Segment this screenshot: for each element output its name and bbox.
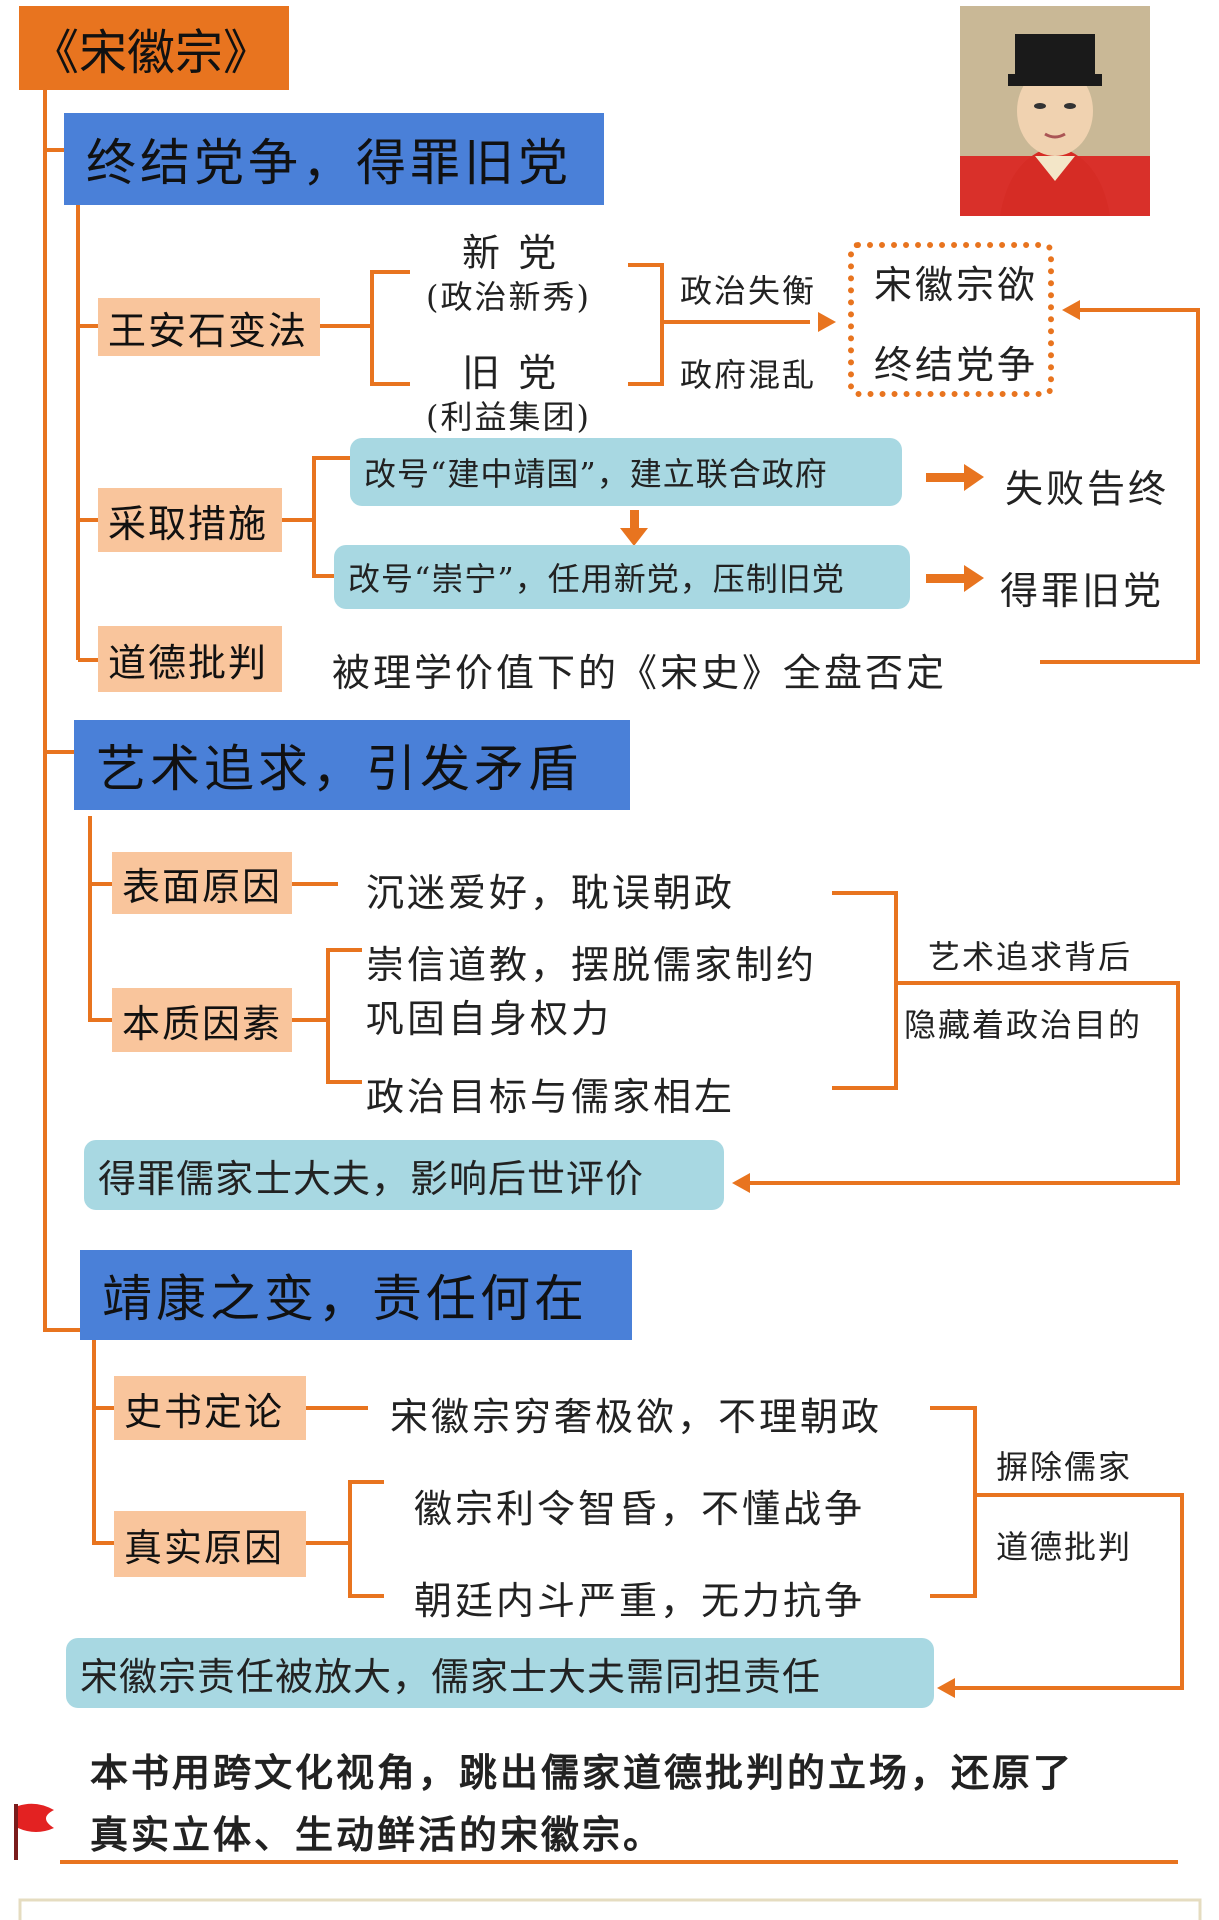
section1-title: 终结党争，得罪旧党 [64,113,604,205]
goal-line2: 终结党争 [874,343,1039,387]
tag-wang-anshi-reform: 王安石变法 [98,298,320,356]
hidden-purpose-line2: 隐藏着政治目的 [904,1006,1143,1044]
new-party-sub: (政治新秀) [426,278,591,316]
tag-historical-verdict: 史书定论 [114,1376,306,1440]
tag-essential-factor: 本质因素 [112,988,292,1052]
section3-title: 靖康之变，责任何在 [80,1250,632,1340]
essence-daoism: 崇信道教，摆脱儒家制约 [366,943,818,987]
tag-real-cause: 真实原因 [114,1511,306,1577]
real-cause-2: 朝廷内斗严重，无力抗争 [414,1579,866,1623]
result-offend-old-party: 得罪旧党 [1000,569,1165,613]
section2-title: 艺术追求，引发矛盾 [74,720,630,810]
essence-power: 巩固自身权力 [366,997,613,1041]
red-flag-icon [14,1803,54,1860]
new-party-label: 新 党 [462,231,560,275]
page-title: 《宋徽宗》 [19,6,289,90]
footer-line1: 本书用跨文化视角，跳出儒家道德批判的立场，还原了 [90,1750,1075,1795]
section3-conclusion: 宋徽宗责任被放大，儒家士大夫需同担责任 [66,1638,934,1708]
remove-critique-line1: 摒除儒家 [996,1448,1133,1486]
tag-measures: 采取措施 [98,488,282,552]
effect-political-imbalance: 政治失衡 [680,272,817,310]
goal-box [848,242,1054,397]
old-party-label: 旧 党 [462,351,560,395]
surface-reason-text: 沉迷爱好，耽误朝政 [366,871,736,915]
section2-conclusion: 得罪儒家士大夫，影响后世评价 [84,1140,724,1210]
measure-chongning: 改号“崇宁”，任用新党，压制旧党 [334,545,910,609]
real-cause-1: 徽宗利令智昏，不懂战争 [414,1487,866,1531]
old-party-sub: (利益集团) [426,398,591,436]
tag-surface-reason: 表面原因 [112,852,292,914]
hidden-purpose-line1: 艺术追求背后 [928,938,1133,976]
tag-moral-critique: 道德批判 [98,626,282,692]
essence-political-goal: 政治目标与儒家相左 [366,1075,736,1119]
goal-line1: 宋徽宗欲 [874,263,1039,307]
result-failure: 失败告终 [1005,467,1170,511]
effect-government-chaos: 政府混乱 [680,356,817,394]
portrait-image [960,6,1150,216]
footer-line2: 真实立体、生动鲜活的宋徽宗。 [90,1812,665,1857]
historical-verdict-text: 宋徽宗穷奢极欲，不理朝政 [390,1395,883,1439]
remove-critique-line2: 道德批判 [996,1528,1133,1566]
measure-jianzhong-jingguo: 改号“建中靖国”，建立联合政府 [350,438,902,506]
critique-text: 被理学价值下的《宋史》全盘否定 [332,651,948,695]
